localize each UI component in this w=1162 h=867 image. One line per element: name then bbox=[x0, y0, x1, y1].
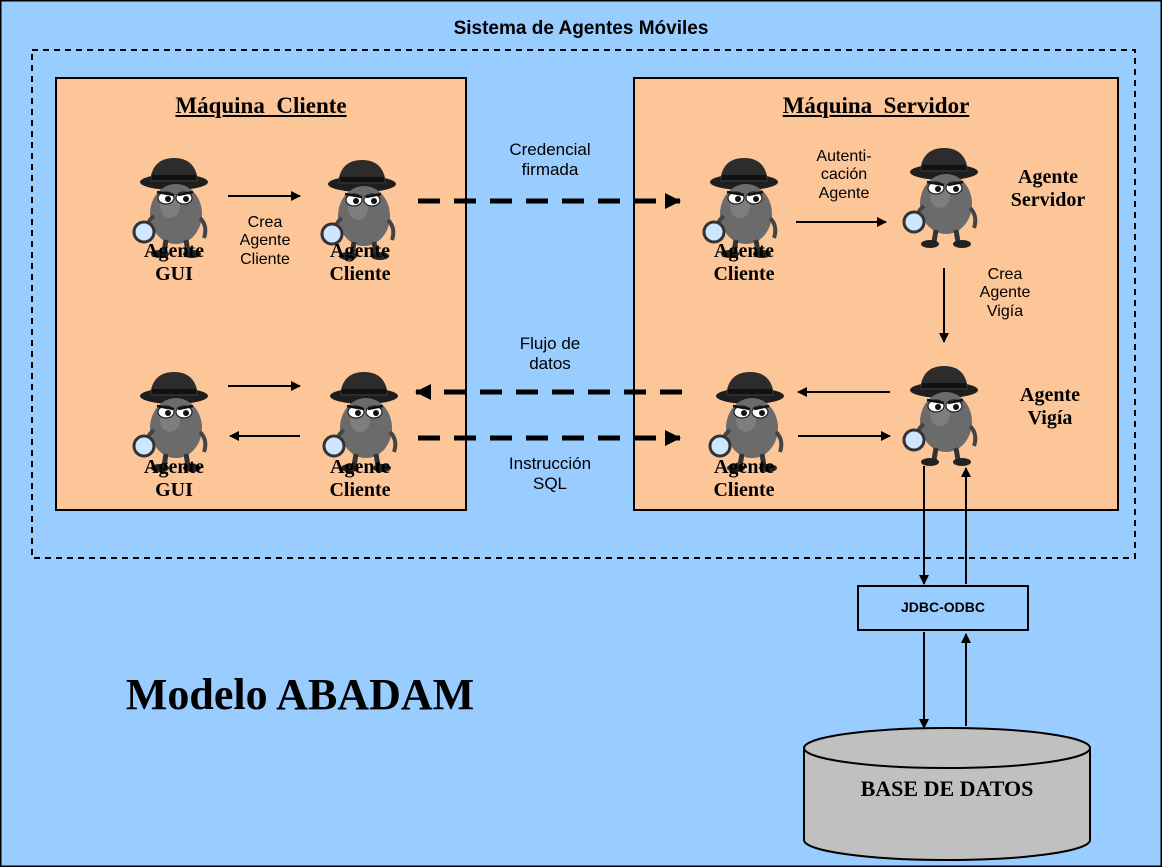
agent-gui-top-label: Agente GUI bbox=[144, 240, 204, 285]
database-label: BASE DE DATOS bbox=[860, 776, 1034, 801]
system-boundary bbox=[31, 49, 1136, 559]
client-machine-box bbox=[55, 77, 467, 511]
agent-server-label: Agente Servidor bbox=[1010, 166, 1086, 211]
agent-client-top-label: Agente Cliente bbox=[329, 240, 391, 285]
server-agent-client-bottom-label: Agente Cliente bbox=[713, 456, 775, 501]
autenticacion-agente-label: Autenti- cación Agente bbox=[816, 148, 872, 202]
system-title: Sistema de Agentes Móviles bbox=[453, 18, 709, 39]
agent-client-bottom-label: Agente Cliente bbox=[329, 456, 391, 501]
server-agent-client-top-label: Agente Cliente bbox=[713, 240, 775, 285]
model-title: Modelo ABADAM bbox=[125, 670, 475, 719]
flujo-de-datos-label: Flujo de datos bbox=[519, 334, 581, 373]
server-machine-title: Máquina Servidor bbox=[782, 93, 970, 118]
instruccion-sql-label: Instrucción SQL bbox=[508, 454, 592, 493]
database-cylinder bbox=[803, 727, 1091, 861]
agent-gui-bottom-label: Agente GUI bbox=[144, 456, 204, 501]
crea-agente-cliente-label: Crea Agente Cliente bbox=[239, 214, 291, 268]
jdbc-odbc-box bbox=[857, 585, 1029, 631]
crea-agente-vigia-label: Crea Agente Vigía bbox=[979, 266, 1031, 320]
client-machine-title: Máquina Cliente bbox=[175, 93, 347, 118]
credencial-firmada-label: Credencial firmada bbox=[509, 140, 591, 179]
jdbc-odbc-label: JDBC-ODBC bbox=[901, 599, 985, 615]
agent-vigia-label: Agente Vigía bbox=[1020, 384, 1080, 429]
